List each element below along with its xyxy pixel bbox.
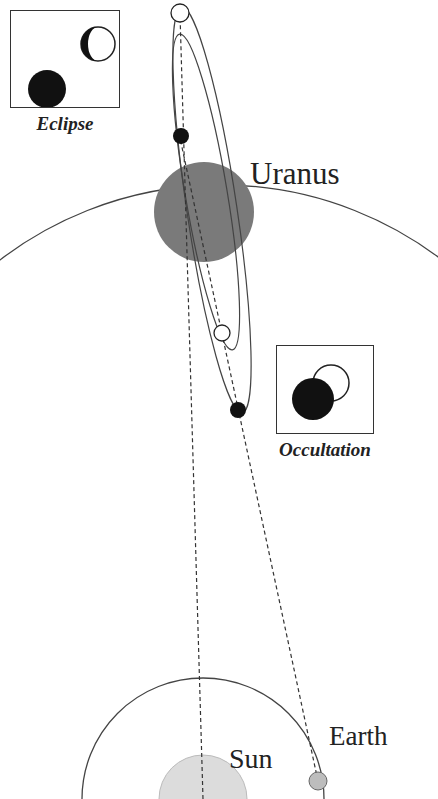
uranus-orbit — [0, 185, 438, 799]
moon — [230, 402, 246, 418]
inset-caption: Occultation — [279, 439, 371, 461]
occulting-moon — [292, 378, 334, 420]
eclipse-shadow — [81, 27, 98, 61]
earth-disc — [309, 772, 327, 790]
inner-moon-orbit — [159, 31, 253, 354]
body-label: Earth — [329, 722, 387, 752]
earth-orbit — [82, 678, 324, 799]
outer-moon-orbit — [157, 4, 267, 417]
body-label: Uranus — [250, 157, 340, 191]
inset-caption: Eclipse — [37, 113, 94, 135]
body-label: Sun — [229, 744, 273, 775]
inset-box: Occultation — [276, 345, 374, 434]
moon — [173, 128, 189, 144]
inset-box: Eclipse — [10, 10, 120, 108]
eclipsed-moon — [81, 27, 115, 61]
moon — [214, 325, 230, 341]
shadowing-moon — [28, 70, 66, 108]
moon — [171, 4, 189, 22]
